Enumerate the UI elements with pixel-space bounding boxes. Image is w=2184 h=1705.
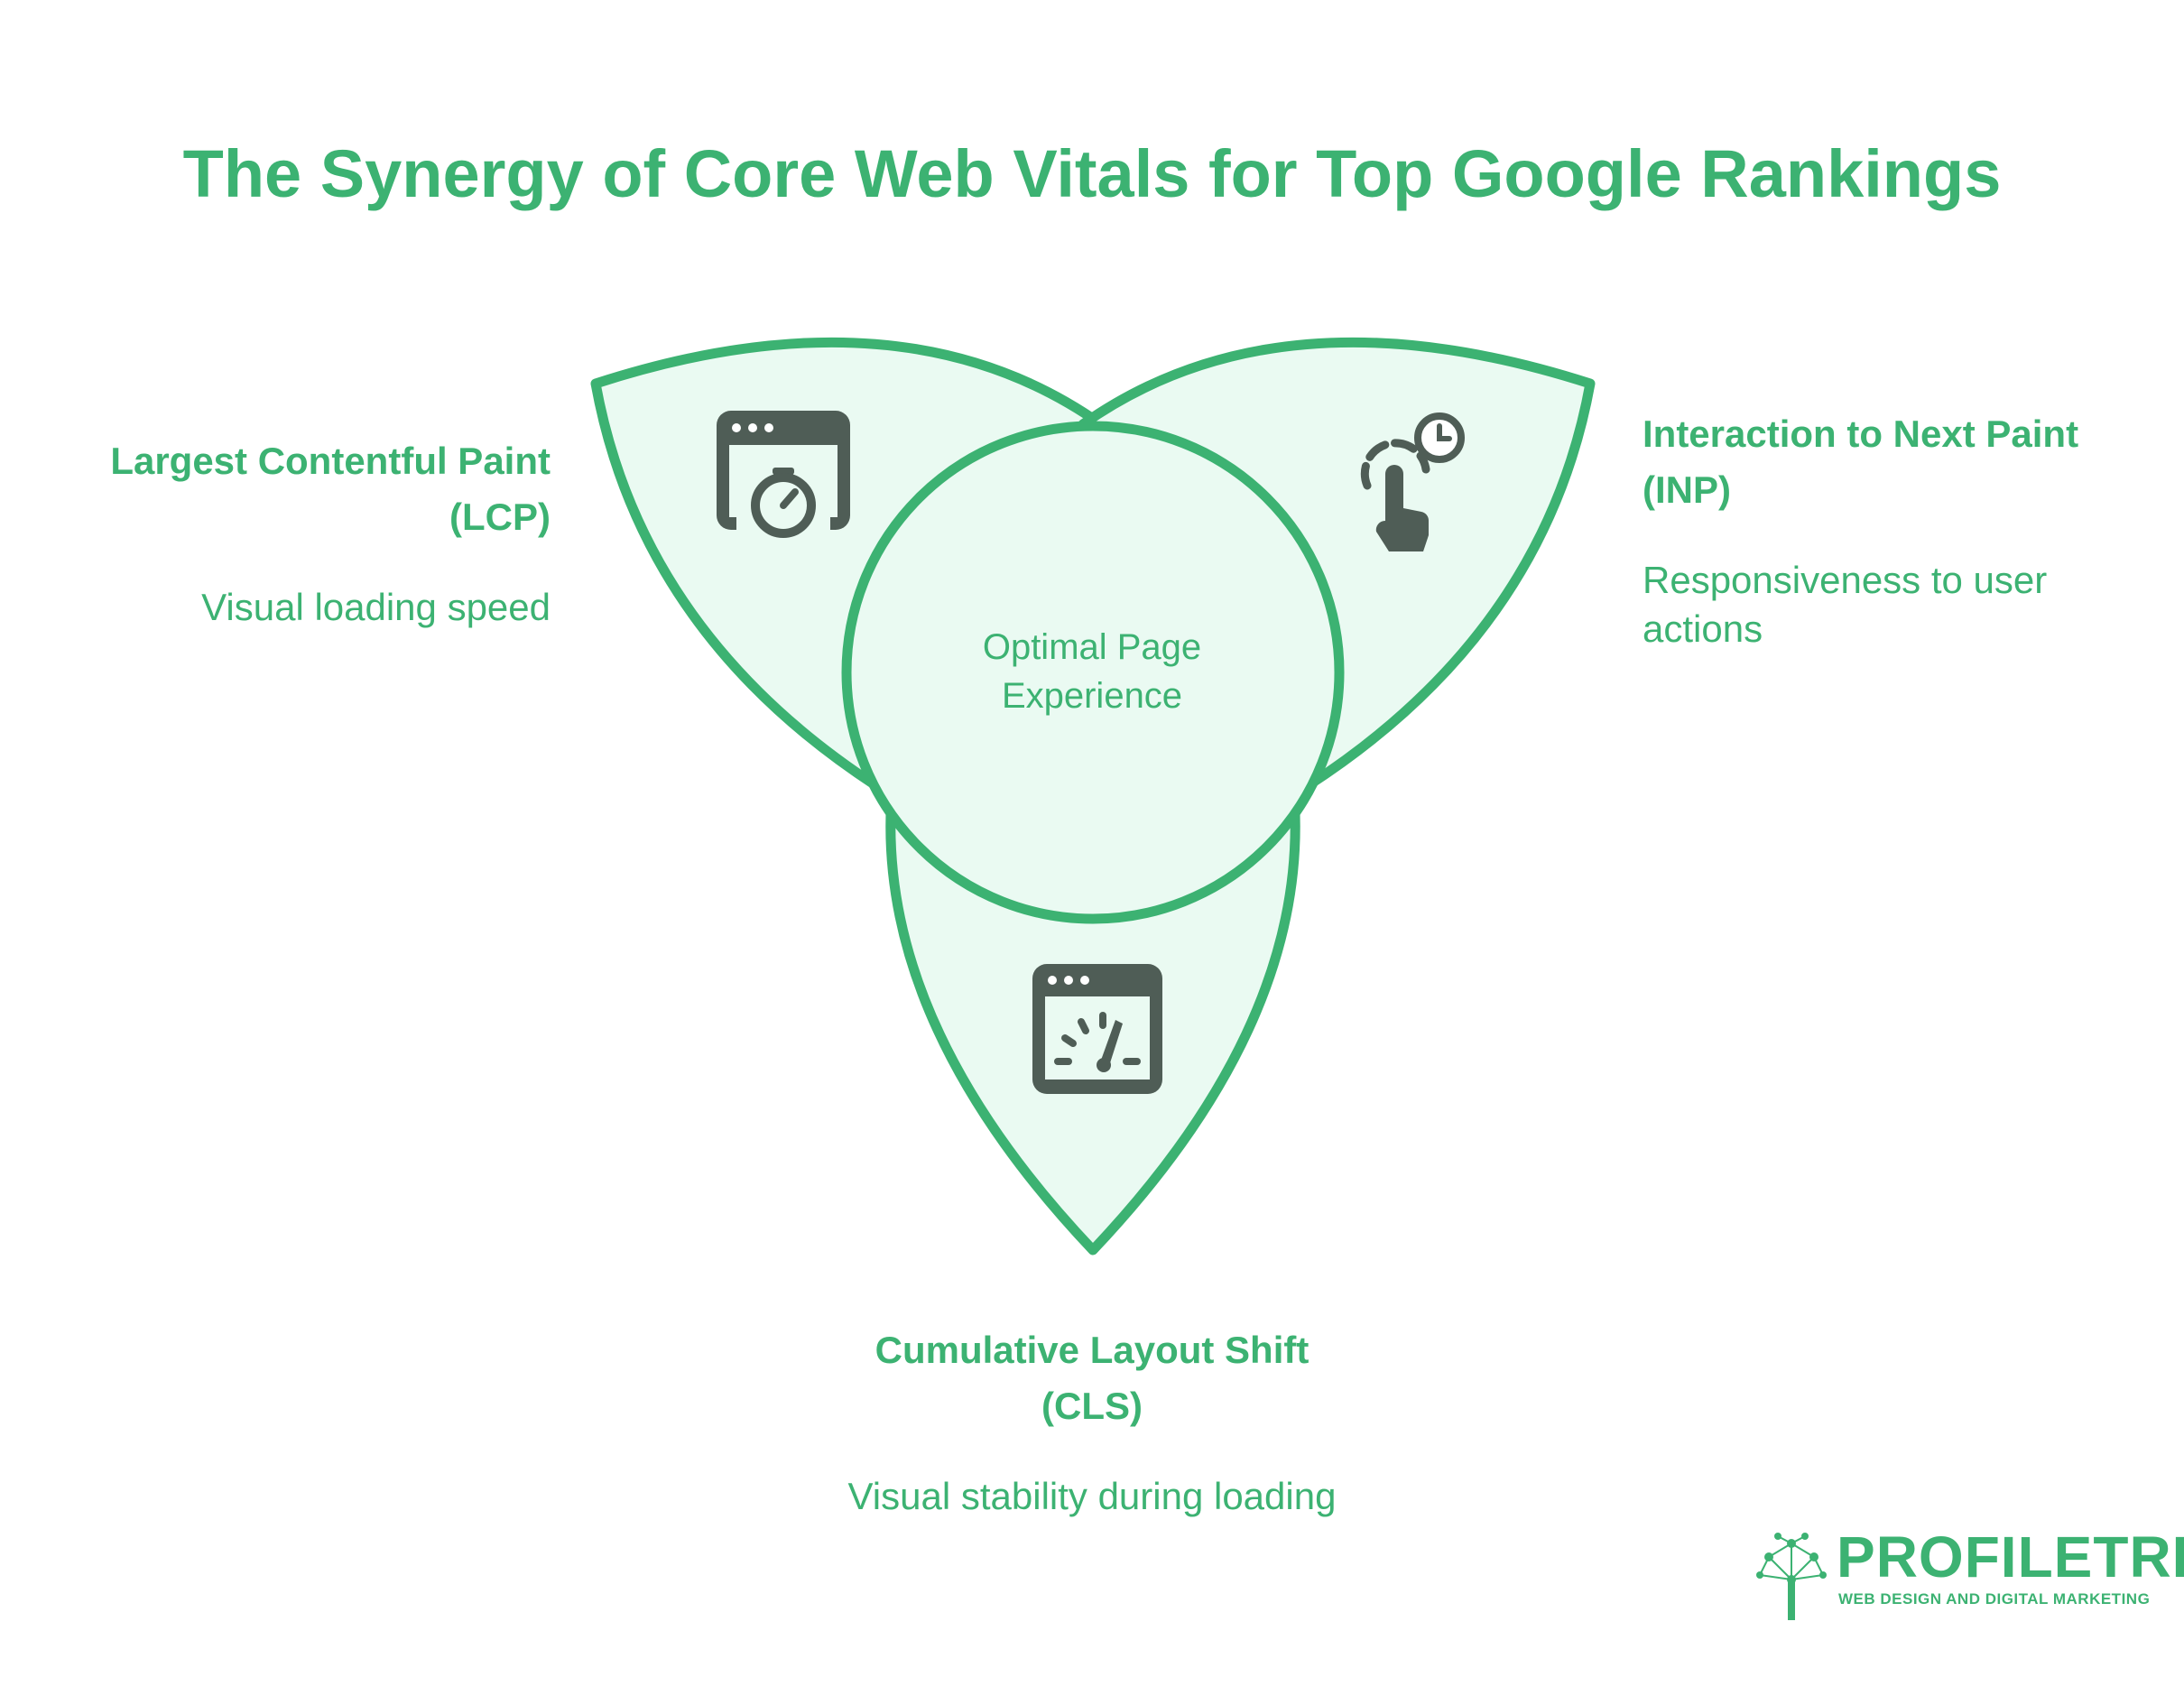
cls-heading-line1: Cumulative Layout Shift <box>875 1329 1309 1371</box>
page-title: The Synergy of Core Web Vitals for Top G… <box>182 136 2002 211</box>
center-circle <box>841 421 1345 924</box>
logo-brand-text: PROFILETREE <box>1837 1524 2184 1589</box>
inp-heading-line1: Interaction to Next Paint <box>1643 412 2079 455</box>
lcp-heading: Largest Contentful Paint (LCP) <box>54 433 551 545</box>
cls-description: Visual stability during loading <box>847 1475 1337 1517</box>
inp-heading: Interaction to Next Paint (INP) <box>1643 406 2148 518</box>
lcp-heading-line1: Largest Contentful Paint <box>110 440 551 482</box>
center-label-line2: Experience <box>1001 676 1183 716</box>
tree-network-icon <box>1756 1533 1827 1620</box>
logo-tagline: WEB DESIGN AND DIGITAL MARKETING <box>1838 1590 2151 1608</box>
browser-gauge-icon <box>1032 964 1162 1094</box>
lcp-heading-line2: (LCP) <box>449 496 551 538</box>
lcp-label: Largest Contentful Paint (LCP) Visual lo… <box>54 433 551 632</box>
cls-heading-line2: (CLS) <box>1041 1385 1143 1427</box>
inp-description-line1: Responsiveness to user <box>1643 559 2048 601</box>
cls-heading: Cumulative Layout Shift (CLS) <box>776 1322 1408 1434</box>
profiletree-logo: PROFILETREE WEB DESIGN AND DIGITAL MARKE… <box>1751 1525 2184 1625</box>
lcp-description: Visual loading speed <box>201 586 551 628</box>
inp-description: Responsiveness to user actions <box>1643 556 2148 653</box>
inp-label: Interaction to Next Paint (INP) Responsi… <box>1643 406 2148 653</box>
inp-heading-line2: (INP) <box>1643 468 1731 511</box>
center-label: Optimal Page Experience <box>866 623 1318 720</box>
cls-label: Cumulative Layout Shift (CLS) Visual sta… <box>776 1322 1408 1521</box>
tap-clock-icon <box>1360 412 1465 551</box>
center-label-line1: Optimal Page <box>982 627 1202 667</box>
inp-description-line2: actions <box>1643 607 1763 650</box>
browser-stopwatch-icon <box>717 411 850 538</box>
